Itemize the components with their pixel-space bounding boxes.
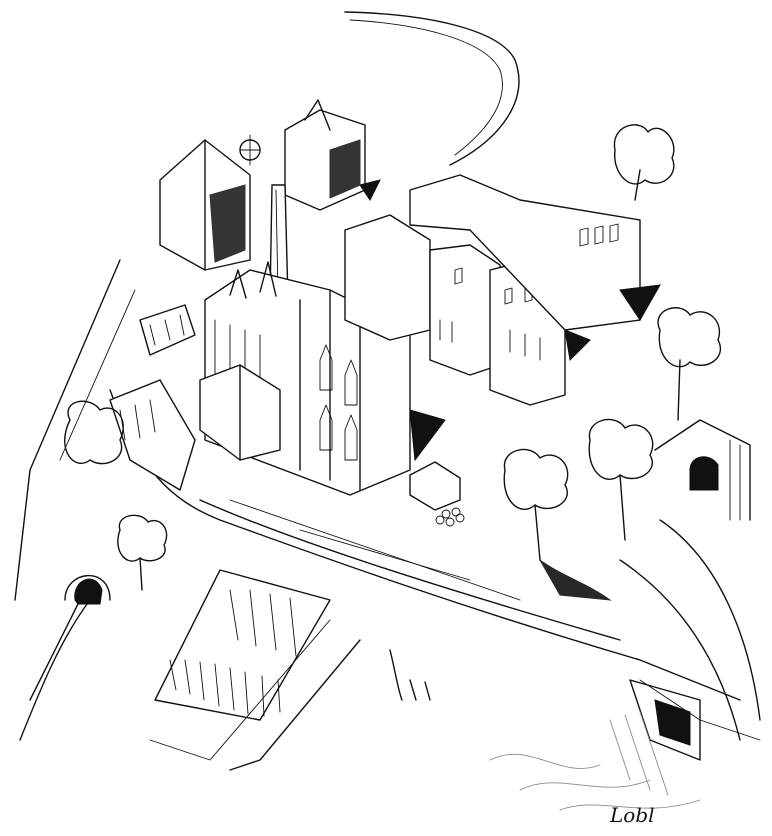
tree-top-right bbox=[614, 125, 673, 200]
tree-left bbox=[65, 401, 167, 590]
house-top-left bbox=[160, 135, 260, 270]
small-shed bbox=[410, 462, 460, 510]
tree-right bbox=[658, 308, 720, 420]
railway-wagon bbox=[200, 365, 280, 460]
tram-cars bbox=[110, 305, 195, 490]
grass-bottom-right bbox=[490, 712, 700, 810]
back-houses bbox=[410, 175, 660, 330]
house-top-tower bbox=[285, 100, 380, 210]
tree-cluster bbox=[504, 419, 652, 600]
log-pile bbox=[436, 508, 464, 526]
artist-signature: Lobl bbox=[609, 803, 655, 827]
signature-text: Lobl bbox=[609, 803, 655, 827]
railway-tunnel bbox=[630, 420, 750, 760]
tunnel-left bbox=[65, 576, 110, 604]
road-lines bbox=[15, 12, 760, 770]
